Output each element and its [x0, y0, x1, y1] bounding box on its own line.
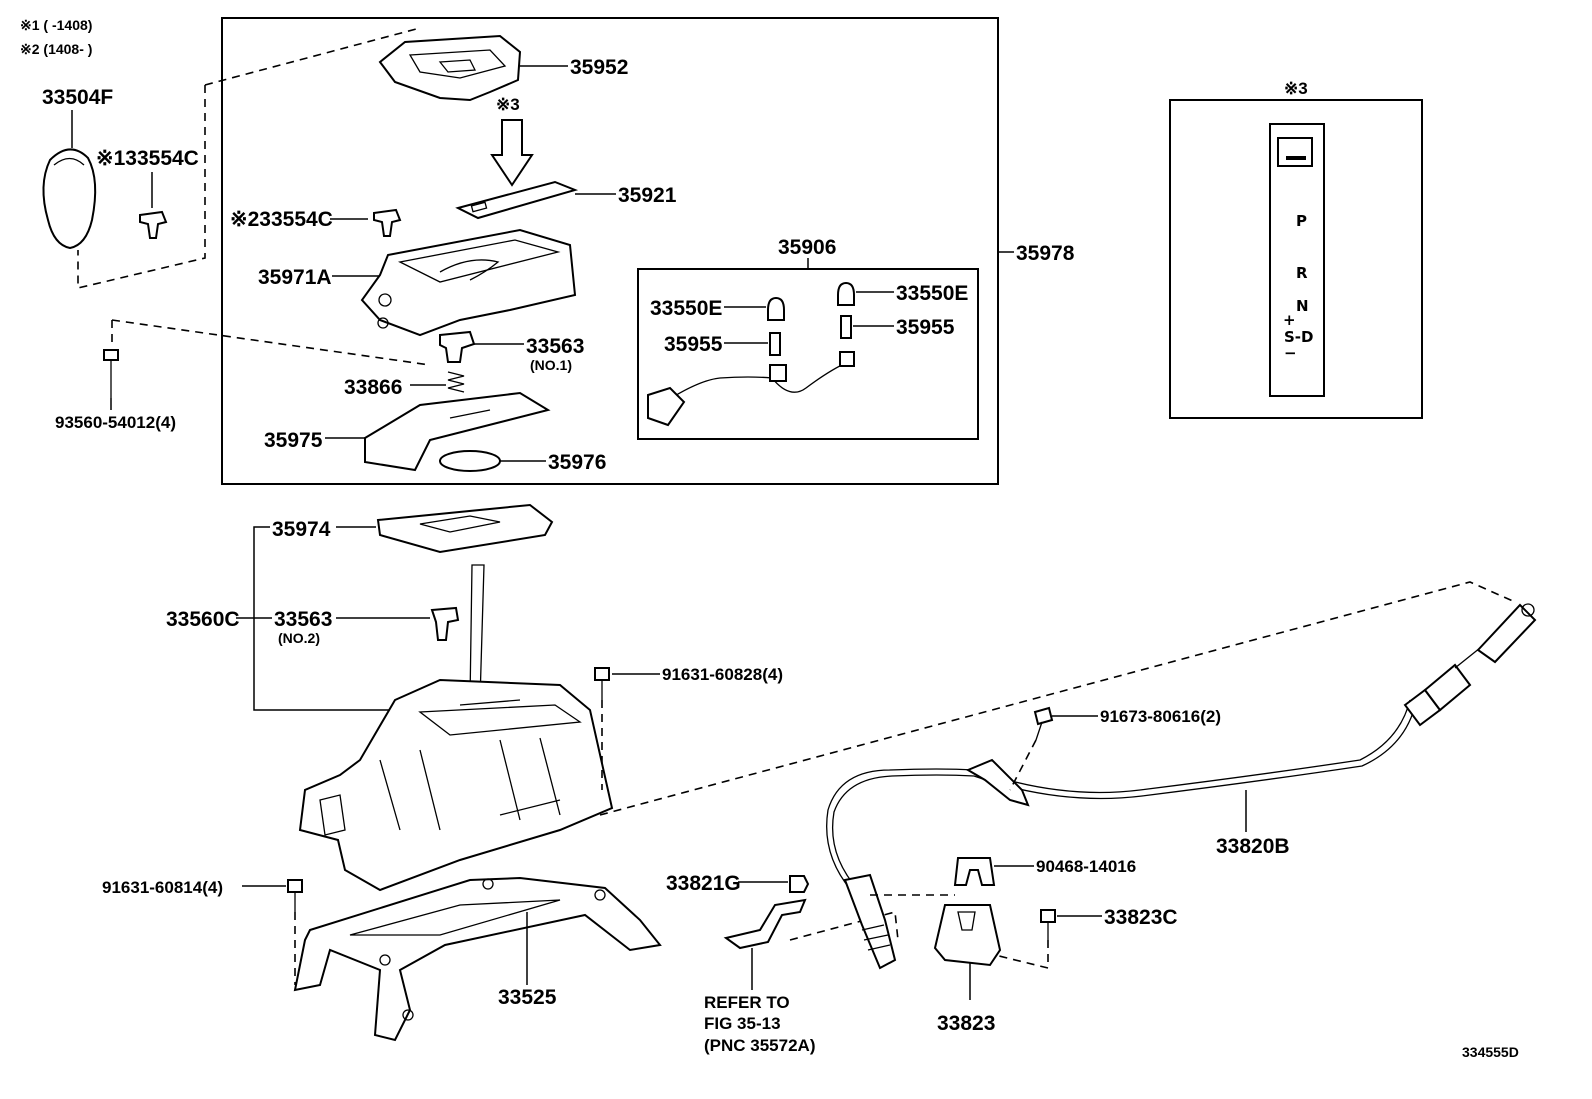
- indicator-n: N: [1296, 297, 1309, 315]
- label-33563-no2[interactable]: 33563: [274, 608, 332, 631]
- label-33820B[interactable]: 33820B: [1216, 835, 1290, 858]
- part-33554C-2: [373, 208, 402, 237]
- indicator-sd: S-D: [1284, 328, 1313, 346]
- label-35921[interactable]: 35921: [618, 184, 677, 207]
- refer-line-1: REFER TO: [704, 993, 790, 1012]
- part-35974-plate: [376, 503, 554, 554]
- label-33550E-right[interactable]: 33550E: [896, 282, 968, 305]
- refer-line-2: FIG 35-13: [704, 1014, 781, 1033]
- part-35906-wire-harness: [647, 351, 855, 427]
- part-33866-spring: [447, 371, 465, 393]
- label-35975[interactable]: 35975: [264, 429, 323, 452]
- label-indicator-ref: ※3: [1284, 79, 1308, 98]
- label-35955-left[interactable]: 35955: [664, 333, 723, 356]
- label-33504F[interactable]: 33504F: [42, 86, 113, 109]
- indicator-minus: −: [1284, 344, 1297, 362]
- label-35955-right[interactable]: 35955: [896, 316, 955, 339]
- label-33550E-left[interactable]: 33550E: [650, 297, 722, 320]
- part-33525-bracket: [293, 876, 662, 1042]
- label-33554C-1[interactable]: ※133554C: [96, 147, 199, 170]
- note-2: ※2 (1408- ): [20, 41, 92, 57]
- part-33821G-nut: [789, 875, 810, 893]
- part-35921: [455, 180, 579, 220]
- indicator-r: R: [1296, 264, 1308, 282]
- label-33563-no1-sub: (NO.1): [530, 357, 572, 373]
- part-35952: [378, 34, 522, 102]
- label-35952[interactable]: 35952: [570, 56, 628, 79]
- diagram-id: 334555D: [1462, 1044, 1519, 1060]
- part-35971A-housing: [360, 228, 577, 337]
- part-93560-screw: [103, 349, 119, 398]
- part-33820B-shift-cable: [826, 603, 1537, 970]
- part-33550E-right-bulb: [837, 281, 855, 306]
- part-91673-80616-bolt: [1033, 706, 1054, 741]
- part-cable-bracket: [723, 898, 807, 950]
- indicator-p: P: [1296, 212, 1307, 230]
- part-33560C-shifter-base: [298, 678, 614, 892]
- label-ref3: ※3: [496, 95, 520, 114]
- part-33550E-left-bulb: [767, 296, 785, 321]
- part-91631-60814-bolt: [287, 879, 303, 912]
- label-35906[interactable]: 35906: [778, 236, 836, 259]
- label-35971A[interactable]: 35971A: [258, 266, 332, 289]
- label-91673[interactable]: 91673-80616(2): [1100, 707, 1221, 726]
- label-35976[interactable]: 35976: [548, 451, 606, 474]
- label-33563-no1[interactable]: 33563: [526, 335, 584, 358]
- indicator-slot-icon: [1286, 156, 1306, 160]
- part-35976: [439, 450, 501, 472]
- part-91631-60828-bolt: [594, 667, 610, 700]
- label-33823[interactable]: 33823: [937, 1012, 995, 1035]
- part-33554C-1: [139, 210, 168, 239]
- part-shift-lever-rod: [469, 564, 485, 701]
- label-90468[interactable]: 90468-14016: [1036, 857, 1136, 876]
- part-cable-mount-plate: [965, 758, 1030, 807]
- part-33504F-shift-knob: [42, 148, 97, 250]
- label-33563-no2-sub: (NO.2): [278, 630, 320, 646]
- part-33823C-bolt: [1040, 909, 1056, 940]
- label-33525[interactable]: 33525: [498, 986, 557, 1009]
- part-35975-cover: [364, 391, 551, 472]
- part-90468-14016-clip: [953, 857, 996, 886]
- part-35955-left-socket: [769, 332, 781, 356]
- arrow-icon: [490, 119, 534, 187]
- label-33554C-2[interactable]: ※233554C: [230, 208, 333, 231]
- label-33560C[interactable]: 33560C: [166, 608, 240, 631]
- label-91631-60828[interactable]: 91631-60828(4): [662, 665, 783, 684]
- refer-line-3: (PNC 35572A): [704, 1036, 816, 1055]
- label-33866[interactable]: 33866: [344, 376, 402, 399]
- note-1: ※1 ( -1408): [20, 17, 92, 33]
- label-35978[interactable]: 35978: [1016, 242, 1075, 265]
- label-33823C[interactable]: 33823C: [1104, 906, 1178, 929]
- label-91631-60814[interactable]: 91631-60814(4): [102, 878, 223, 897]
- label-35974[interactable]: 35974: [272, 518, 331, 541]
- indicator-plus: +: [1283, 311, 1296, 329]
- part-33563-no1: [439, 330, 476, 363]
- indicator-box: [1169, 99, 1423, 419]
- shift-indicator-panel: [1269, 123, 1325, 397]
- part-33563-no2: [430, 606, 460, 641]
- label-93560[interactable]: 93560-54012(4): [55, 413, 176, 432]
- part-35955-right-socket: [840, 315, 852, 339]
- indicator-window: [1277, 137, 1313, 167]
- part-33823-bracket: [933, 904, 1002, 967]
- label-33821G[interactable]: 33821G: [666, 872, 741, 895]
- assembly-box-35978: [221, 17, 999, 485]
